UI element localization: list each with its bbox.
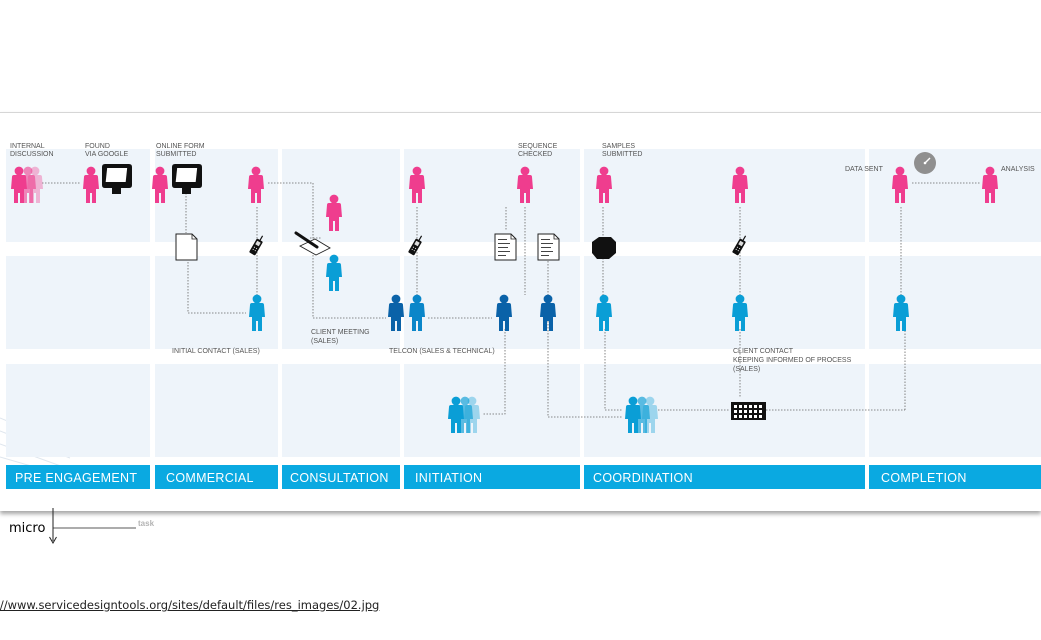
label-analysis: ANALYSIS — [1001, 166, 1035, 173]
label-online-form-submitted: ONLINE FORM SUBMITTED — [156, 143, 207, 158]
label-line: FOUND — [85, 143, 110, 150]
blueprint-svg: INTERNAL DISCUSSION FOUND VIA GOOGLE ONL… — [0, 143, 1041, 489]
label-line: SUBMITTED — [602, 151, 642, 158]
phase-band: PRE ENGAGEMENT COMMERCIAL CONSULTATION I… — [6, 465, 1041, 489]
sequencer-keyboard-icon — [731, 402, 766, 420]
signing-pen-icon — [294, 231, 331, 256]
document-icon — [175, 233, 198, 261]
phase-cell — [404, 465, 580, 489]
grid-panels — [6, 149, 1041, 457]
label-line: ONLINE FORM — [156, 143, 205, 150]
label-line: INTERNAL — [10, 143, 45, 150]
axis-task-label: task — [138, 519, 155, 528]
label-client-contact: CLIENT CONTACT KEEPING INFORMED OF PROCE… — [733, 348, 853, 373]
phase-commercial: COMMERCIAL — [166, 471, 254, 485]
phase-pre-engagement: PRE ENGAGEMENT — [15, 471, 137, 485]
label-line: SEQUENCE — [518, 143, 558, 150]
label-line: VIA GOOGLE — [85, 151, 129, 158]
label-found-via-google: FOUND VIA GOOGLE — [85, 143, 129, 158]
phase-cell — [869, 465, 1041, 489]
phase-coordination: COORDINATION — [593, 471, 693, 485]
label-initial-contact: INITIAL CONTACT (SALES) — [172, 348, 260, 355]
phase-completion: COMPLETION — [881, 471, 967, 485]
phase-cell — [282, 465, 400, 489]
sample-package-icon — [592, 237, 616, 259]
source-url-link[interactable]: ://www.servicedesigntools.org/sites/defa… — [0, 598, 380, 612]
label-internal-discussion: INTERNAL DISCUSSION — [10, 143, 54, 158]
sequence-document-icon — [494, 233, 517, 261]
phase-cell — [155, 465, 278, 489]
sequence-document-icon — [537, 233, 560, 261]
phase-cell — [6, 465, 150, 489]
phase-initiation: INITIATION — [415, 471, 482, 485]
label-line: SAMPLES — [602, 143, 635, 150]
label-telcon: TELCON (SALES & TECHNICAL) — [389, 348, 495, 355]
label-line: CHECKED — [518, 151, 552, 158]
label-samples-submitted: SAMPLES SUBMITTED — [602, 143, 642, 158]
label-line: KEEPING INFORMED OF PROCESS — [733, 357, 852, 364]
label-line: SUBMITTED — [156, 151, 196, 158]
label-line: (SALES) — [311, 338, 338, 345]
label-data-sent: DATA SENT — [845, 166, 884, 173]
axis-micro-label: micro — [9, 521, 46, 536]
data-disc-icon — [914, 152, 936, 174]
label-client-meeting: CLIENT MEETING (SALES) — [311, 329, 372, 345]
phase-cell — [584, 465, 865, 489]
label-line: DISCUSSION — [10, 151, 54, 158]
service-blueprint-diagram: INTERNAL DISCUSSION FOUND VIA GOOGLE ONL… — [0, 112, 1041, 511]
label-sequence-checked: SEQUENCE CHECKED — [518, 143, 559, 158]
phase-consultation: CONSULTATION — [290, 471, 389, 485]
axis-arrow — [49, 508, 136, 544]
label-line: (SALES) — [733, 366, 760, 373]
label-line: CLIENT MEETING — [311, 329, 370, 336]
label-line: CLIENT CONTACT — [733, 348, 794, 355]
